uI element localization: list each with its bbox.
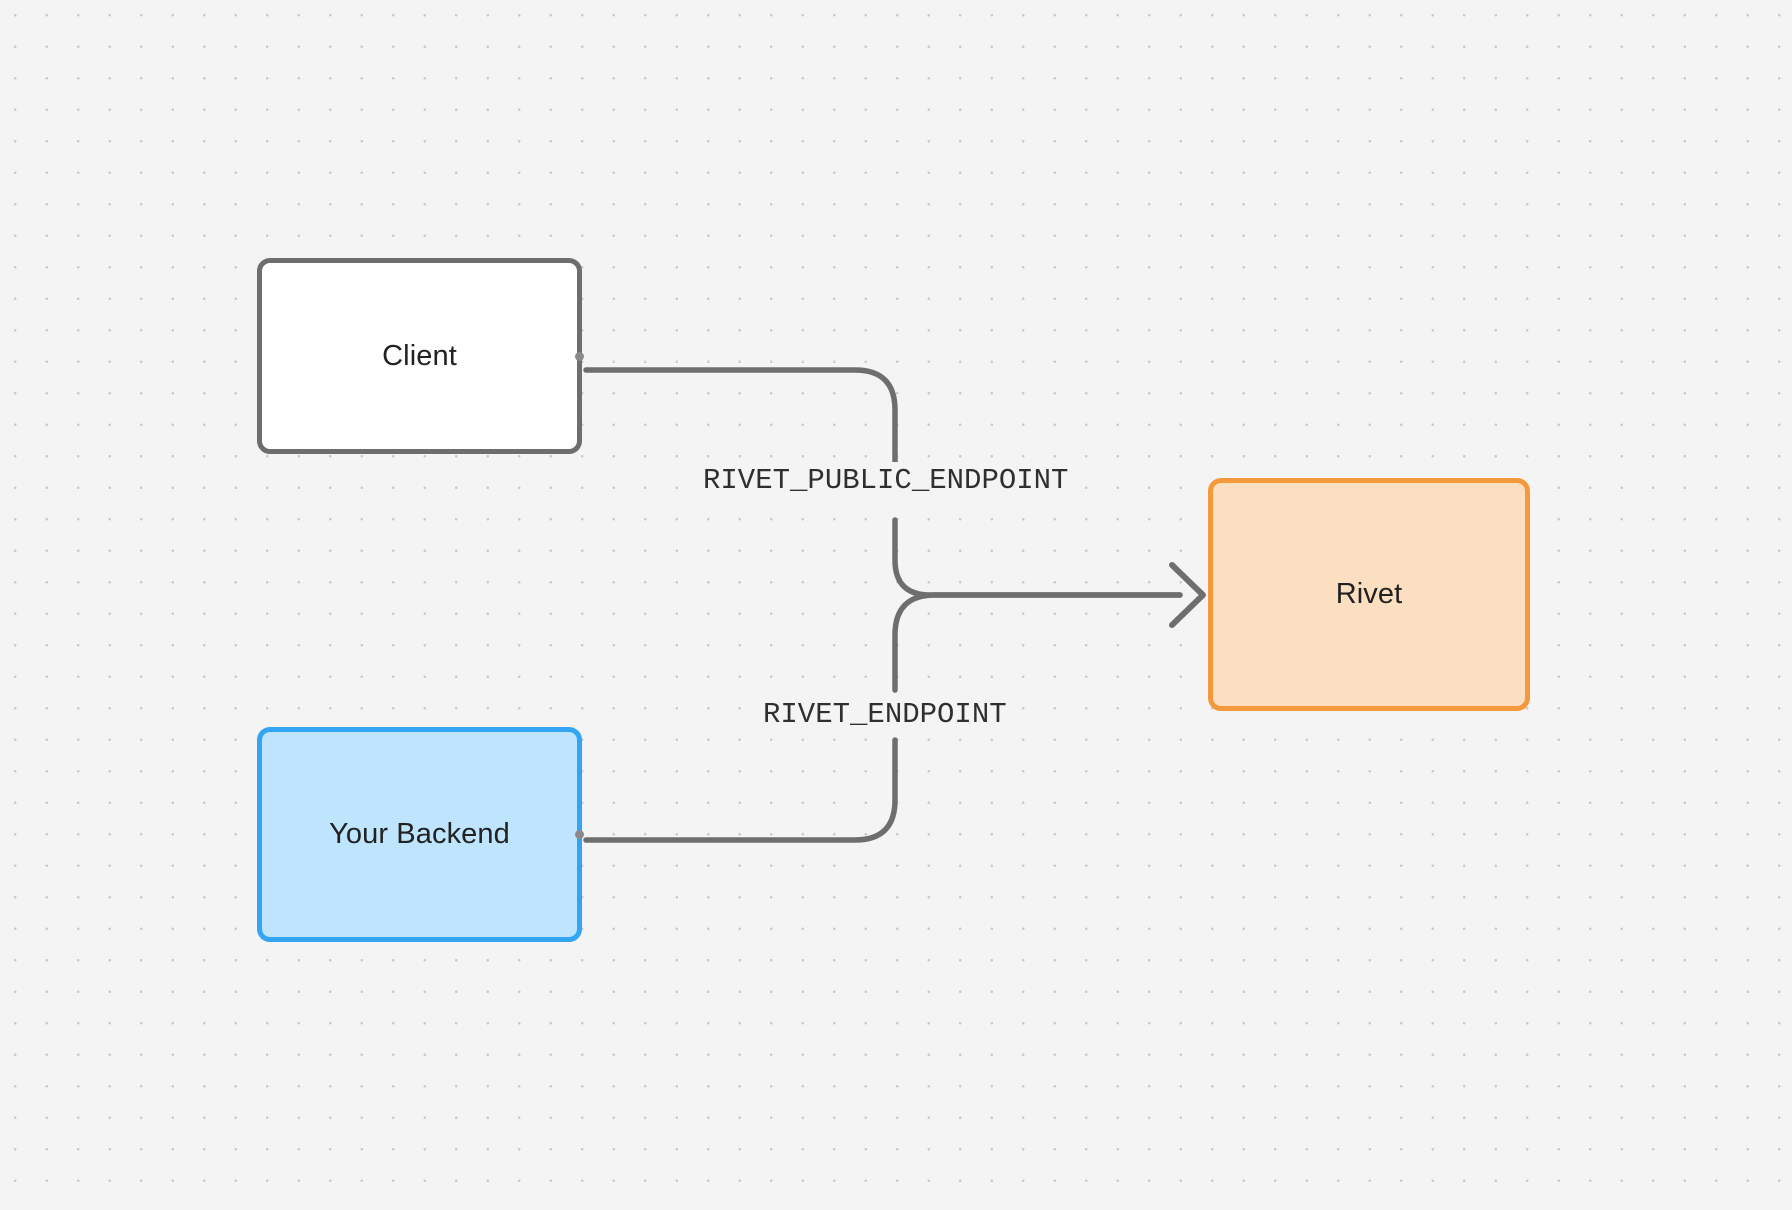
edge-label-endpoint: RIVET_ENDPOINT (757, 696, 1013, 733)
edge-label-public-endpoint: RIVET_PUBLIC_ENDPOINT (697, 462, 1075, 499)
node-backend[interactable]: Your Backend (257, 727, 584, 942)
node-backend-label: Your Backend (329, 818, 510, 851)
node-client-label: Client (382, 339, 457, 372)
node-rivet[interactable]: Rivet (1208, 478, 1530, 711)
node-client-port-right[interactable] (575, 351, 584, 361)
node-rivet-label: Rivet (1335, 578, 1403, 611)
node-backend-port-right[interactable] (575, 830, 584, 839)
edge-path-backend-rivet (583, 737, 898, 843)
edge-path-client-rivet (583, 367, 898, 473)
arrowhead-icon (1169, 562, 1206, 628)
edge-path-client-merge (892, 517, 1183, 598)
edge-path-backend-merge (892, 592, 1183, 693)
node-client[interactable]: Client (257, 258, 584, 454)
